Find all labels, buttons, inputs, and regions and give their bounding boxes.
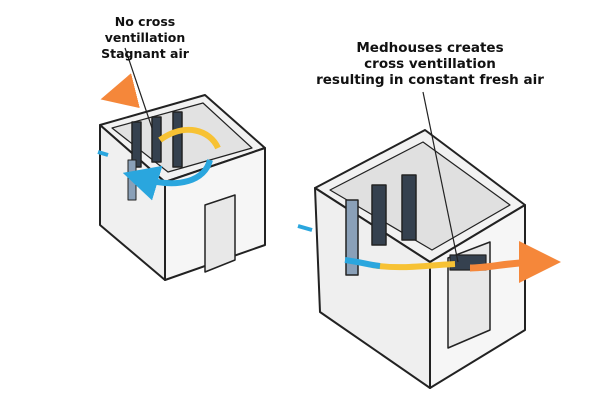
right-room-caption: Medhouses creates cross ventillation res… bbox=[300, 40, 560, 88]
small-room-inflow-icon bbox=[97, 150, 109, 157]
right-label-pointer bbox=[422, 91, 459, 263]
medhouse-cube bbox=[314, 129, 526, 389]
small-room-door bbox=[204, 194, 236, 273]
left-caption-line-1: No cross ventillation bbox=[104, 14, 186, 45]
medhouse-inflow-icon bbox=[297, 224, 313, 232]
exhaust-air-arrow bbox=[469, 241, 561, 284]
small-room-side-window bbox=[127, 159, 137, 201]
stagnant-air-blue-arrow bbox=[122, 159, 213, 201]
left-room-caption: No cross ventillation Stagnant air bbox=[75, 14, 215, 62]
warm-air-arrow bbox=[100, 73, 140, 109]
fresh-air-yellow-arrow bbox=[371, 261, 456, 271]
fresh-air-blue-arrow bbox=[344, 257, 381, 269]
left-label-pointer bbox=[124, 47, 153, 129]
right-caption-line-1: Medhouses creates bbox=[356, 40, 504, 56]
medhouse-windows bbox=[345, 174, 417, 276]
stagnant-air-yellow-arrow bbox=[158, 127, 221, 150]
small-room-cube bbox=[99, 94, 266, 281]
right-caption-line-2: cross ventillation bbox=[364, 56, 496, 72]
right-caption-line-3: resulting in constant fresh air bbox=[316, 72, 544, 88]
left-caption-line-2: Stagnant air bbox=[101, 46, 189, 61]
